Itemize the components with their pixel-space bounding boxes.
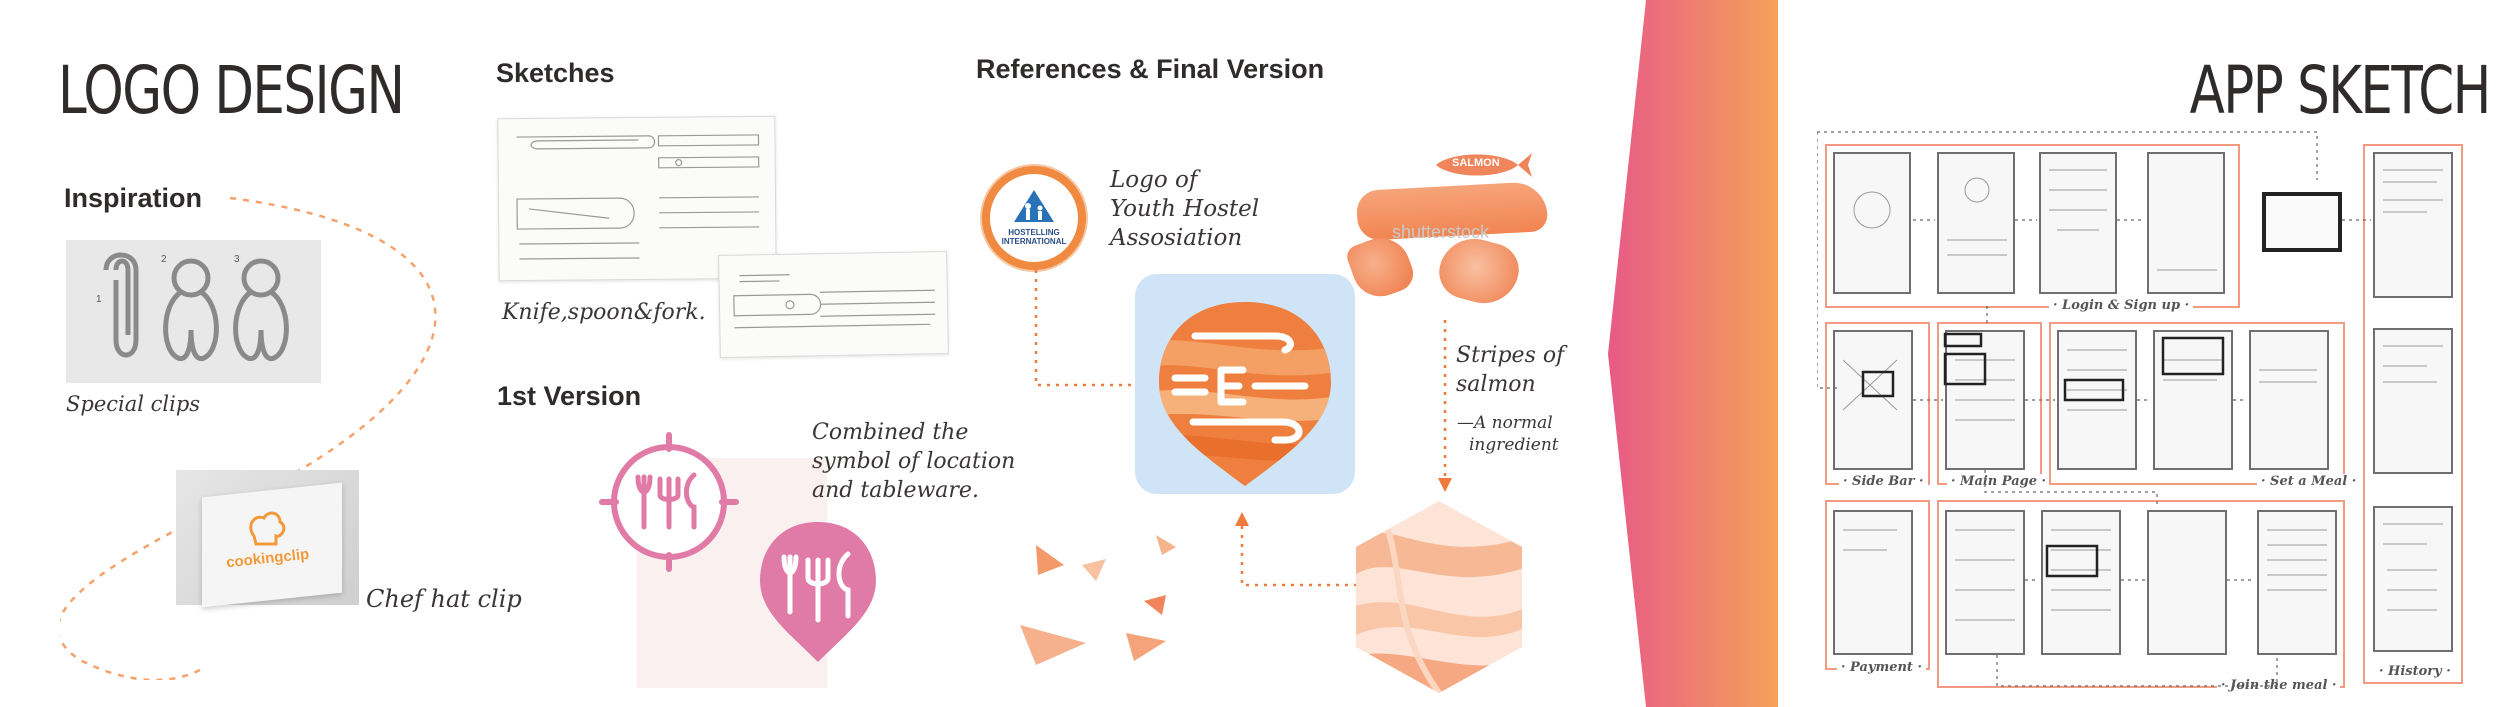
special-clips-image: 1 2 3 — [66, 240, 321, 383]
first-version-heading: 1st Version — [497, 381, 642, 411]
join-phone-screen — [2041, 510, 2121, 655]
chef-hat-icon — [249, 511, 286, 546]
marble-hexagon — [1356, 501, 1522, 693]
logo-design-title: LOGO DESIGN — [58, 52, 405, 129]
first-version-caption-line: and tableware. — [812, 478, 979, 503]
salmon-fish-label: SALMON — [1452, 157, 1500, 169]
decorative-triangles — [1020, 535, 1176, 665]
sketch-paper-1 — [497, 115, 777, 282]
arrow-salmon-to-marble — [1438, 320, 1452, 492]
group-sidebar-label: · Side Bar · — [1839, 474, 1928, 489]
first-version-caption-line: symbol of location — [812, 449, 1016, 474]
group-login-frame — [1825, 144, 2240, 308]
payment-phone-screen — [1833, 510, 1913, 655]
app-sketch-title: APP SKETCH — [2189, 52, 2492, 129]
group-main-label: · Main Page · — [1947, 474, 2051, 489]
app-sketch-title-wrap: APP SKETCH — [2105, 52, 2492, 129]
svg-text:3: 3 — [234, 254, 240, 265]
group-history-label: · History · — [2375, 664, 2455, 679]
history-phone-screen — [2373, 152, 2453, 298]
first-version-caption: Combined the symbol of location and tabl… — [812, 418, 1015, 505]
location-target-icon — [599, 432, 739, 572]
sketches-heading: Sketches — [496, 58, 615, 88]
salmon-caption-line: Stripes of — [1456, 343, 1565, 368]
group-login-label: · Login & Sign up · — [2049, 298, 2194, 313]
shutterstock-watermark: shutterstock — [1392, 222, 1490, 242]
yha-caption: Logo of Youth Hostel Assosiation — [1110, 166, 1259, 253]
setmeal-phone-screen — [2153, 330, 2233, 470]
login-phone-screen — [1937, 152, 2015, 294]
first-version-caption-line: Combined the — [812, 420, 969, 445]
svg-text:1: 1 — [96, 294, 102, 305]
svg-text:2: 2 — [161, 254, 167, 265]
chef-hat-caption: Chef hat clip — [366, 585, 522, 613]
yha-logo-badge: HOSTELLING INTERNATIONAL — [982, 166, 1086, 270]
chef-hat-clip-image: cookingclip — [176, 470, 359, 608]
join-phone-screen — [1945, 510, 2025, 655]
sidebar-phone-screen — [1833, 330, 1913, 470]
dropdown-menu-sketch — [2262, 192, 2342, 252]
sketch-paper-2 — [718, 251, 949, 358]
sketches-caption: Knife,spoon&fork. — [502, 300, 706, 325]
salmon-subcaption-line: ingredient — [1469, 435, 1559, 455]
salmon-subcaption: —A normal ingredient — [1457, 412, 1559, 456]
group-payment-label: · Payment · — [1837, 660, 1926, 675]
salmon-subcaption-line: —A normal — [1457, 413, 1553, 433]
setmeal-phone-screen — [2249, 330, 2329, 470]
login-phone-screen — [1833, 152, 1911, 294]
history-phone-screen — [2373, 506, 2453, 652]
hostelling-text-line: HOSTELLING — [1008, 228, 1060, 237]
final-logo-mark — [1159, 302, 1331, 486]
yha-caption-line: Assosiation — [1110, 225, 1243, 251]
inspiration-heading: Inspiration — [64, 183, 203, 213]
references-heading: References & Final Version — [976, 54, 1325, 84]
arrow-marble-to-final — [1235, 512, 1402, 587]
section-divider-band — [1608, 0, 1778, 707]
join-phone-screen — [2257, 510, 2337, 655]
salmon-fish-graphic: SALMON — [1432, 147, 1534, 183]
salmon-caption: Stripes of salmon — [1456, 341, 1564, 399]
login-phone-screen — [2039, 152, 2117, 294]
history-phone-screen — [2373, 328, 2453, 474]
location-pin-logo — [760, 522, 876, 662]
group-join-label: · Join the meal · — [2217, 678, 2341, 693]
app-sketch-scribbles — [1817, 131, 2443, 687]
hostel-house-icon — [1014, 190, 1054, 222]
final-logo-tile — [1135, 274, 1355, 494]
hostelling-text: HOSTELLING INTERNATIONAL — [990, 228, 1078, 246]
hostelling-text-line: INTERNATIONAL — [1001, 237, 1067, 246]
yha-caption-line: Logo of — [1110, 167, 1198, 193]
group-setmeal-frame — [2049, 322, 2345, 485]
yha-caption-line: Youth Hostel — [1110, 196, 1260, 222]
group-history-frame — [2363, 144, 2463, 684]
group-setmeal-label: · Set a Meal · — [2257, 474, 2361, 489]
salmon-caption-line: salmon — [1456, 372, 1536, 397]
special-clips-caption: Special clips — [66, 392, 201, 416]
group-join-frame — [1937, 500, 2345, 688]
app-sketch-board: · Login & Sign up · · Side Bar · · Main … — [1817, 120, 2497, 700]
join-phone-screen — [2147, 510, 2227, 655]
